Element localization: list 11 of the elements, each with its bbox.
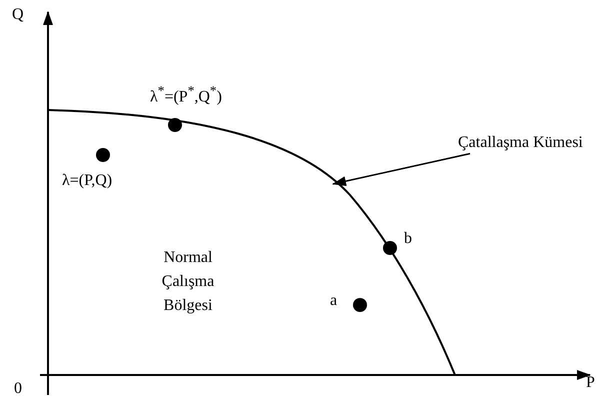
axis-label: Q — [12, 6, 24, 24]
point-label: a — [330, 292, 338, 310]
leader-arrow — [332, 152, 470, 186]
point-label: λ$^{*}$=(P$^{*}$,Q$^{*}$) — [150, 84, 222, 106]
axis-label: 0 — [14, 380, 22, 398]
point-label: b — [404, 230, 412, 248]
boundary-curve — [48, 109, 456, 376]
point-label: λ=(P,Q) — [62, 172, 112, 190]
region-label: Normal Çalışma Bölgesi — [160, 248, 216, 316]
axis-label: P — [586, 374, 595, 392]
curve-label: Çatallaşma Kümesi — [458, 134, 583, 152]
